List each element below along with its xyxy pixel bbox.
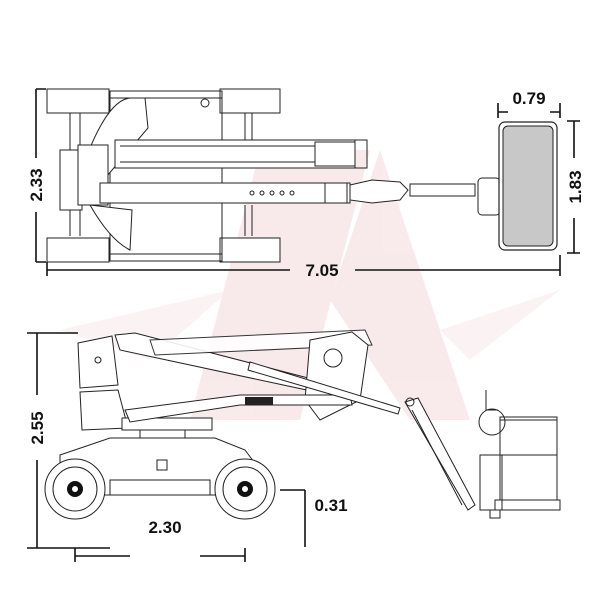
dimension-overall-width [35, 88, 46, 263]
wheel-top-right [219, 88, 281, 114]
wheel-top-left [46, 88, 110, 114]
jib-side [404, 397, 476, 511]
dimension-ground-clearance [280, 489, 306, 547]
lower-boom-side [124, 394, 353, 423]
dimension-wheelbase [74, 548, 246, 562]
platform-rotator [477, 177, 501, 216]
side-view [44, 329, 561, 520]
dimension-platform-length [567, 120, 580, 254]
top-view [46, 88, 558, 263]
platform [502, 125, 554, 247]
wheel-bottom-right [219, 237, 281, 263]
main-boom-extension [247, 361, 401, 415]
basket-side [478, 390, 561, 519]
label-ground-clearance: 0.31 [314, 496, 347, 515]
wheel-bottom-left [46, 237, 110, 263]
label-wheelbase: 2.30 [148, 518, 181, 537]
turret-cover [77, 335, 119, 389]
lower-boom [99, 182, 351, 204]
wheel-rear [214, 458, 276, 520]
label-platform-length: 1.83 [566, 170, 585, 203]
boom-holes [249, 190, 295, 196]
dimension-stowed-height [27, 332, 110, 549]
label-overall-length: 7.05 [305, 261, 338, 280]
wheel-front [44, 458, 106, 520]
riser [304, 331, 369, 421]
label-stowed-height: 2.55 [28, 411, 47, 444]
dimension-platform-width [497, 103, 561, 118]
chassis [109, 90, 223, 262]
jib-arm [409, 183, 476, 197]
label-platform-width: 0.79 [512, 89, 545, 108]
jib-knuckle [349, 179, 409, 204]
label-overall-width: 2.33 [27, 168, 46, 201]
dimension-overall-length [46, 255, 561, 276]
